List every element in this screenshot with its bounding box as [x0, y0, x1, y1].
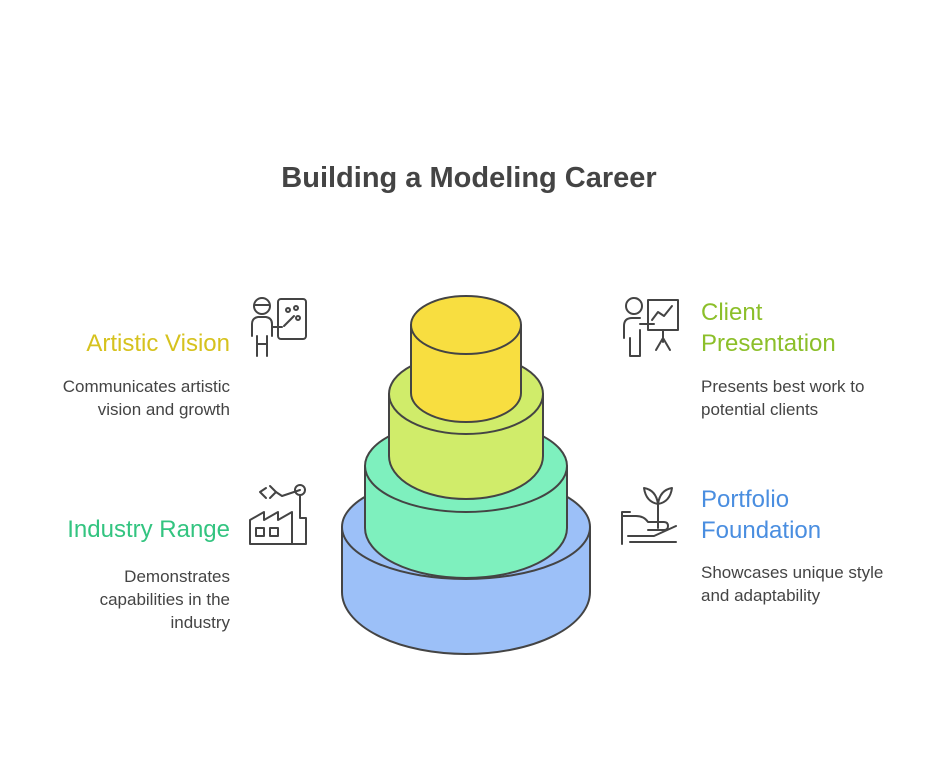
client-presentation-label: Client Presentation	[701, 297, 836, 359]
portfolio-foundation-label: Portfolio Foundation	[701, 484, 821, 546]
client-presentation-desc-line-1: Presents best work to	[701, 377, 865, 396]
portfolio-foundation-description: Showcases unique style and adaptability	[701, 561, 883, 607]
portfolio-foundation-desc-line-1: Showcases unique style	[701, 563, 884, 582]
client-presentation-desc-line-2: potential clients	[701, 400, 819, 419]
client-presentation-description: Presents best work to potential clients	[701, 375, 864, 421]
industry-range-label: Industry Range	[67, 516, 230, 543]
diagram-title: Building a Modeling Career	[281, 162, 657, 194]
artistic-vision-desc-line-1: Communicates artistic	[62, 377, 230, 396]
client-presentation-label-line-1: Client	[701, 299, 763, 326]
client-presentation-label-line-2: Presentation	[701, 330, 836, 357]
portfolio-foundation-desc-line-2: and adaptability	[701, 586, 821, 605]
artistic-vision-label: Artistic Vision	[86, 330, 230, 357]
industry-range-description: Demonstrates capabilities in the industr…	[100, 565, 230, 634]
artistic-vision-description: Communicates artistic vision and growth	[63, 375, 230, 421]
artistic-vision-desc-line-2: vision and growth	[97, 400, 230, 419]
artist-painter-icon	[251, 297, 307, 357]
tier-artistic-vision	[410, 295, 522, 423]
hand-sprout-icon	[621, 487, 677, 545]
portfolio-foundation-label-line-2: Foundation	[701, 517, 822, 544]
industry-range-desc-line-2: capabilities in the	[99, 590, 230, 609]
industry-range-desc-line-1: Demonstrates	[124, 567, 230, 586]
industry-range-desc-line-3: industry	[170, 613, 230, 632]
presenter-board-icon	[623, 297, 679, 357]
portfolio-foundation-label-line-1: Portfolio	[701, 486, 790, 513]
factory-robot-icon	[249, 484, 307, 545]
